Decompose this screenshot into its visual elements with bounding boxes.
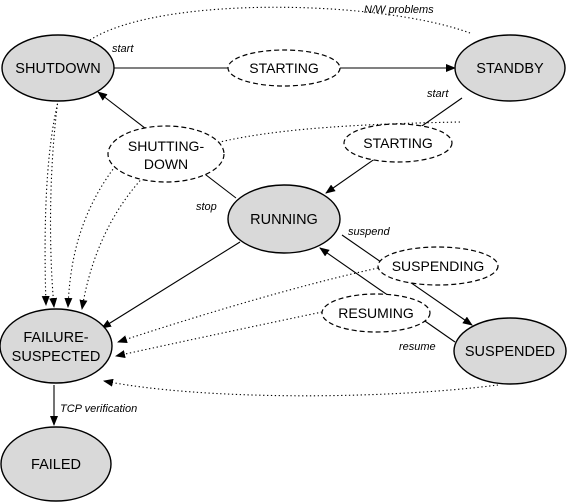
state-suspended: SUSPENDED — [453, 317, 567, 385]
svg-text:DOWN: DOWN — [144, 156, 188, 172]
edge-labels: start start stop suspend resume TCP veri… — [60, 4, 449, 415]
state-failed: FAILED — [0, 426, 112, 502]
transient-resuming: RESUMING — [321, 293, 431, 333]
svg-text:SUSPENDED: SUSPENDED — [465, 344, 555, 360]
svg-text:SUSPECTED: SUSPECTED — [12, 349, 101, 365]
edge-running-failure — [101, 241, 241, 329]
svg-text:SUSPENDING: SUSPENDING — [392, 258, 485, 274]
edge-shutdown-failure — [49, 99, 59, 308]
transient-shutting-down: SHUTTING- DOWN — [107, 125, 225, 183]
edge-label-start-1: start — [112, 43, 134, 55]
transient-starting-1: STARTING — [227, 49, 341, 87]
edge-suspended-failure — [103, 378, 499, 397]
edge-label-tcp-verification: TCP verification — [60, 403, 137, 415]
state-running: RUNNING — [227, 184, 341, 254]
edge-label-suspend: suspend — [348, 226, 390, 238]
edge-resuming-failure — [115, 311, 323, 358]
edge-label-resume: resume — [399, 341, 436, 353]
state-shutdown: SHUTDOWN — [1, 34, 115, 102]
svg-text:SHUTTING-: SHUTTING- — [128, 138, 205, 154]
edge-shuttingdown-failure — [64, 159, 121, 308]
svg-text:RUNNING: RUNNING — [250, 212, 318, 228]
svg-text:RESUMING: RESUMING — [338, 305, 413, 321]
edge-suspending-failure — [117, 267, 379, 343]
svg-text:SHUTDOWN: SHUTDOWN — [15, 61, 100, 77]
edge-label-network-problems: N/W problems — [364, 4, 434, 16]
states: SHUTDOWN STANDBY RUNNING SUSPENDED FAILU… — [0, 34, 567, 502]
svg-text:STARTING: STARTING — [363, 135, 433, 151]
svg-text:FAILED: FAILED — [31, 457, 81, 473]
svg-text:STARTING: STARTING — [249, 60, 319, 76]
svg-text:FAILURE-: FAILURE- — [23, 330, 88, 346]
transient-suspending: SUSPENDING — [377, 246, 499, 286]
state-failure-suspected: FAILURE- SUSPECTED — [0, 308, 113, 384]
edge-label-stop: stop — [196, 201, 217, 213]
state-standby: STANDBY — [454, 34, 566, 102]
transient-starting-2: STARTING — [343, 123, 453, 163]
transient-states: STARTING STARTING SHUTTING- DOWN SUSPEND… — [107, 49, 499, 333]
edge-label-start-2: start — [427, 88, 449, 100]
svg-text:STANDBY: STANDBY — [476, 61, 544, 77]
